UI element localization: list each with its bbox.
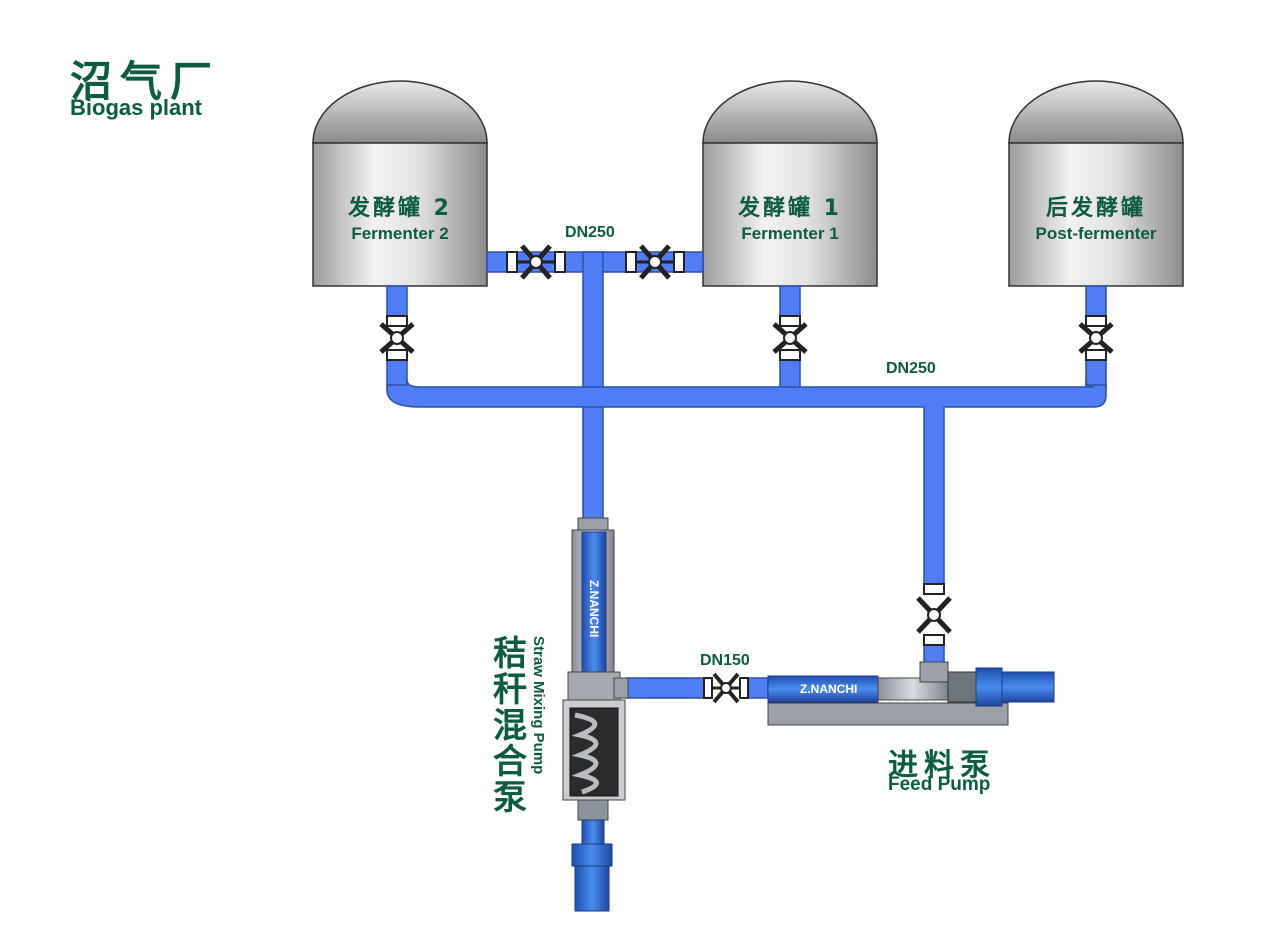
valve-fermenter-2-outlet[interactable] xyxy=(379,315,415,361)
valve-top-left[interactable] xyxy=(506,244,566,280)
page-subtitle: Biogas plant xyxy=(70,95,203,120)
page-title: 沼气厂 xyxy=(70,57,221,106)
tank-name-en: Fermenter 2 xyxy=(351,224,449,243)
straw-pump-name-en: Straw Mixing Pump xyxy=(530,636,547,775)
tank-fermenter-2 xyxy=(312,80,488,287)
pipe-network xyxy=(386,251,1107,699)
tank-name-cn: 发酵罐 1 xyxy=(738,196,842,221)
straw-pump-name-cn: 秸秆混合泵 xyxy=(493,634,527,818)
valve-feed-pump-inlet[interactable] xyxy=(916,583,952,646)
tank-post-fermenter xyxy=(1008,80,1184,287)
tank-name-cn: 后发酵罐 xyxy=(1045,196,1146,221)
tank-label-fermenter-1: 发酵罐 1 Fermenter 1 xyxy=(700,190,880,244)
valve-fermenter-1-outlet[interactable] xyxy=(772,315,808,361)
straw-pump-brand: Z.NANCHI xyxy=(587,580,601,638)
tank-fermenter-1 xyxy=(702,80,878,287)
pipe-label-manifold: DN250 xyxy=(886,360,936,377)
valve-top-right[interactable] xyxy=(625,244,685,280)
feed-pump xyxy=(767,661,1055,726)
pipe-label-top-link: DN250 xyxy=(565,224,615,241)
feed-pump-name-en: Feed Pump xyxy=(888,774,991,795)
feed-pump-name-cn: 进料泵 xyxy=(888,748,996,783)
valve-dn150[interactable] xyxy=(703,672,749,704)
tank-name-cn: 发酵罐 2 xyxy=(348,196,452,221)
tank-label-fermenter-2: 发酵罐 2 Fermenter 2 xyxy=(310,190,490,244)
straw-mixing-pump xyxy=(562,517,629,912)
tank-name-en: Post-fermenter xyxy=(1035,224,1157,243)
feed-pump-brand: Z.NANCHI xyxy=(800,682,858,696)
valve-post-fermenter-outlet[interactable] xyxy=(1078,315,1114,361)
tank-name-en: Fermenter 1 xyxy=(741,224,839,243)
pipe-label-pump-link: DN150 xyxy=(700,652,750,669)
tank-label-post-fermenter: 后发酵罐 Post-fermenter xyxy=(1006,190,1186,244)
